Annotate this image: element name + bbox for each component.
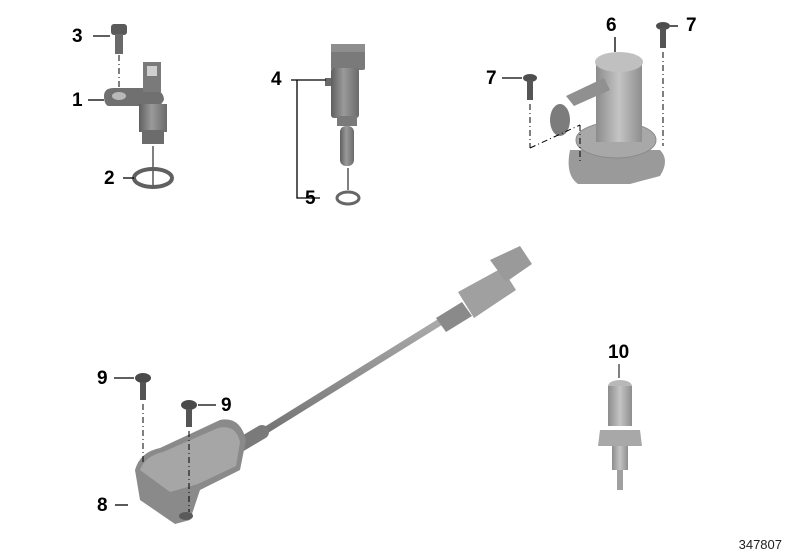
part-group-sensor-with-cable xyxy=(135,246,532,524)
screw-7-right-icon xyxy=(656,22,670,146)
callout-9-left[interactable]: 9 xyxy=(97,368,108,389)
callout-4[interactable]: 4 xyxy=(271,69,282,90)
callout-8[interactable]: 8 xyxy=(97,495,108,516)
callout-7-right[interactable]: 7 xyxy=(686,15,697,36)
callout-2[interactable]: 2 xyxy=(104,168,115,189)
leader-lines xyxy=(88,25,678,506)
screw-9-right-icon xyxy=(181,400,197,512)
sealing-ring-5-icon xyxy=(335,190,361,206)
diagram-id-label: 347807 xyxy=(738,537,782,552)
callout-1[interactable]: 1 xyxy=(72,90,83,111)
camshaft-sensor-icon xyxy=(104,62,167,186)
callout-6[interactable]: 6 xyxy=(606,15,617,36)
screw-9-left-icon xyxy=(135,373,151,462)
callout-7-left[interactable]: 7 xyxy=(486,68,497,89)
coolant-temperature-sensor-icon xyxy=(598,364,642,490)
screw-3-icon xyxy=(111,24,127,88)
part-group-camshaft-sensor xyxy=(104,24,174,189)
part-group-valve-housing xyxy=(523,22,670,184)
screw-7-left-icon xyxy=(523,74,581,162)
cable-connector-icon xyxy=(436,246,532,332)
callout-9-right[interactable]: 9 xyxy=(221,395,232,416)
callout-3[interactable]: 3 xyxy=(72,26,83,47)
callout-5[interactable]: 5 xyxy=(305,188,316,209)
callout-10[interactable]: 10 xyxy=(608,342,630,363)
part-group-temperature-probe xyxy=(325,44,365,206)
